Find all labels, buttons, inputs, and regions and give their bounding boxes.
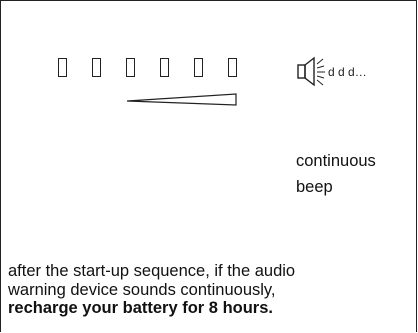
beep-caption-line-2: beep	[296, 178, 333, 196]
instruction-line-1: after the start-up sequence, if the audi…	[8, 262, 296, 280]
indicator-light-5	[194, 58, 203, 77]
indicator-light-1	[58, 58, 67, 77]
beep-caption: continuous beep	[296, 148, 376, 200]
beep-caption-line-1: continuous	[296, 152, 376, 170]
sound-ray	[316, 58, 324, 65]
indicator-light-3	[126, 58, 135, 77]
speaker-body	[297, 64, 306, 79]
speaker-beep-icon: d d d…	[297, 56, 367, 87]
sound-ray	[316, 75, 325, 79]
speaker-cone	[304, 56, 315, 87]
sound-ray	[316, 65, 325, 69]
sound-text: d d d…	[328, 65, 367, 79]
instruction-emphasis: recharge your battery for 8 hours.	[8, 299, 273, 317]
sound-ray	[316, 79, 324, 86]
indicator-light-2	[92, 58, 101, 77]
indicator-light-4	[160, 58, 169, 77]
indicator-light-6	[228, 58, 237, 77]
instruction-text: after the start-up sequence, if the audi…	[8, 262, 408, 318]
charge-level-wedge-icon	[126, 93, 237, 106]
instruction-line-2: warning device sounds continuously,	[8, 280, 276, 299]
